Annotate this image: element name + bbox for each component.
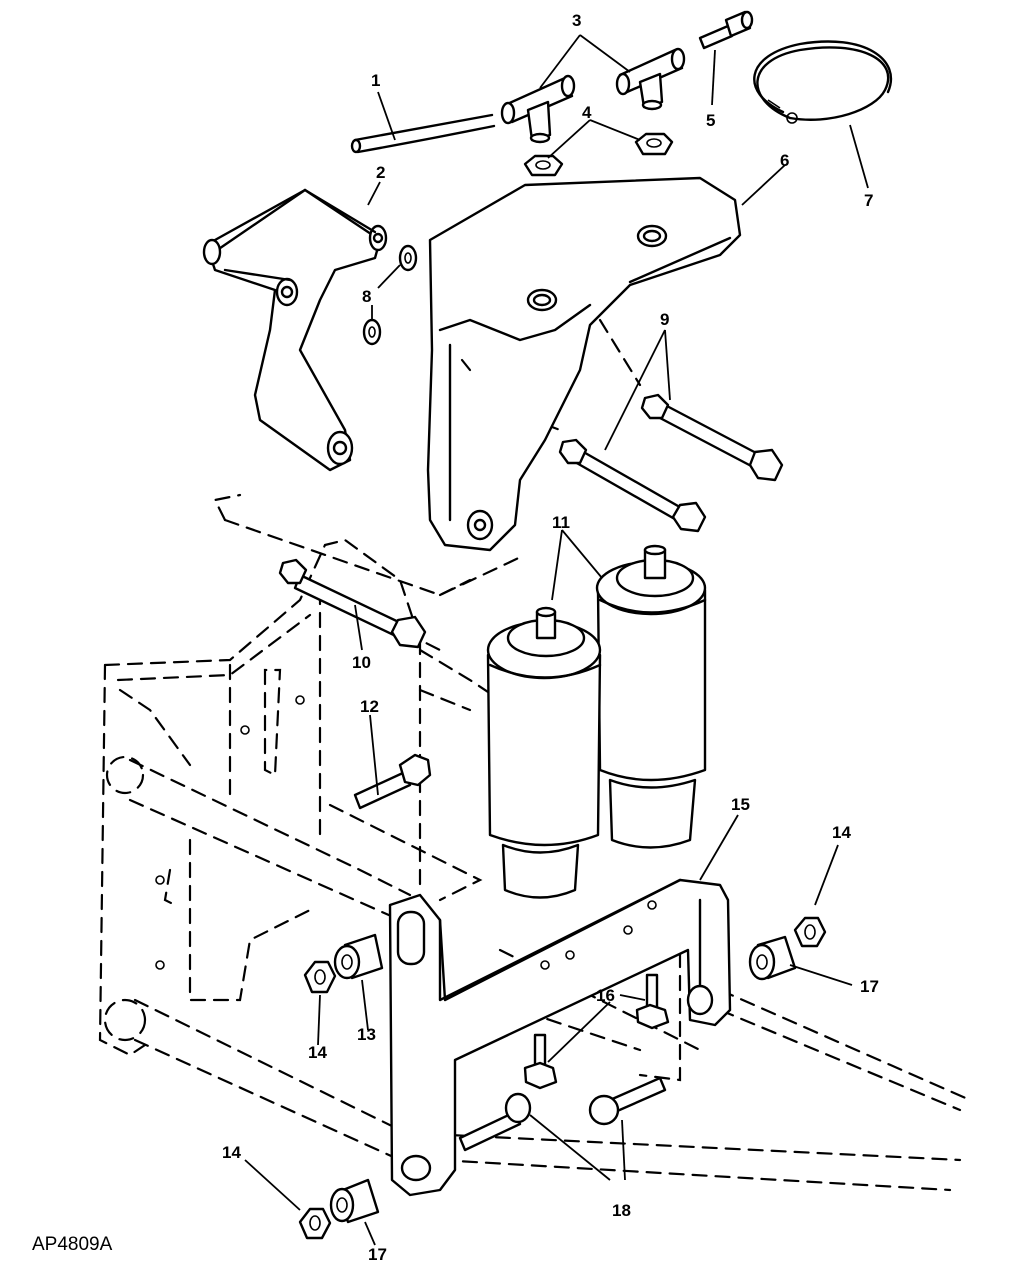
callout-14-bottom: 14 bbox=[222, 1143, 241, 1162]
hose-clamp-part-7 bbox=[753, 40, 893, 124]
nut-right-part-4 bbox=[634, 132, 674, 156]
hose-part-1 bbox=[350, 113, 496, 154]
bolt-lower-part-16 bbox=[523, 1033, 558, 1090]
mounting-bracket-part-6 bbox=[426, 176, 742, 552]
callout-9: 9 bbox=[660, 310, 669, 329]
callout-11: 11 bbox=[552, 513, 570, 532]
washer-upper-part-8 bbox=[398, 244, 418, 272]
bolt-part-12 bbox=[353, 753, 432, 810]
callout-6: 6 bbox=[780, 151, 789, 170]
callout-18: 18 bbox=[612, 1201, 631, 1220]
bolt-upper-part-16 bbox=[635, 973, 670, 1030]
callout-17-right: 17 bbox=[860, 977, 879, 996]
callout-4: 4 bbox=[582, 103, 592, 122]
nut-right-part-14 bbox=[793, 916, 827, 948]
callout-labels: 1 2 3 4 5 6 7 8 9 10 11 12 13 14 14 14 1… bbox=[222, 11, 879, 1264]
callout-7: 7 bbox=[864, 191, 873, 210]
nut-bottom-part-14 bbox=[298, 1207, 332, 1240]
tee-fitting-left-part-3 bbox=[500, 74, 576, 144]
callout-13: 13 bbox=[357, 1025, 376, 1044]
callout-14-right: 14 bbox=[832, 823, 851, 842]
air-spring-rear-part-11 bbox=[595, 544, 707, 849]
drawing-code: AP4809A bbox=[32, 1234, 113, 1255]
callout-16: 16 bbox=[596, 986, 615, 1005]
tee-fitting-right-part-3 bbox=[615, 47, 686, 111]
callout-14-middle: 14 bbox=[308, 1043, 327, 1062]
leader-lines bbox=[244, 34, 869, 1246]
lower-bracket-part-15 bbox=[388, 878, 732, 1197]
callout-12: 12 bbox=[360, 697, 379, 716]
callout-3: 3 bbox=[572, 11, 581, 30]
bolt-left-part-18 bbox=[458, 1092, 532, 1152]
callout-10: 10 bbox=[352, 653, 371, 672]
callout-1: 1 bbox=[371, 71, 380, 90]
callout-17-bottom: 17 bbox=[368, 1245, 387, 1264]
bolt-upper-part-9 bbox=[640, 393, 784, 482]
callout-5: 5 bbox=[706, 111, 715, 130]
spacer-part-13 bbox=[333, 933, 384, 980]
lever-bracket-part-2 bbox=[202, 188, 388, 472]
spacer-right-part-17 bbox=[748, 935, 797, 981]
bolt-lower-part-9 bbox=[558, 438, 707, 533]
bolt-part-10 bbox=[278, 558, 427, 649]
spacer-bottom-part-17 bbox=[329, 1178, 380, 1224]
callout-15: 15 bbox=[731, 795, 750, 814]
nut-middle-part-14 bbox=[303, 960, 337, 994]
callout-2: 2 bbox=[376, 163, 385, 182]
nut-left-part-4 bbox=[523, 154, 564, 177]
callout-8: 8 bbox=[362, 287, 371, 306]
bolt-right-part-18 bbox=[588, 1076, 667, 1126]
screw-part-5 bbox=[698, 10, 754, 50]
washer-lower-part-8 bbox=[362, 318, 382, 346]
air-spring-front-part-11 bbox=[486, 606, 602, 899]
